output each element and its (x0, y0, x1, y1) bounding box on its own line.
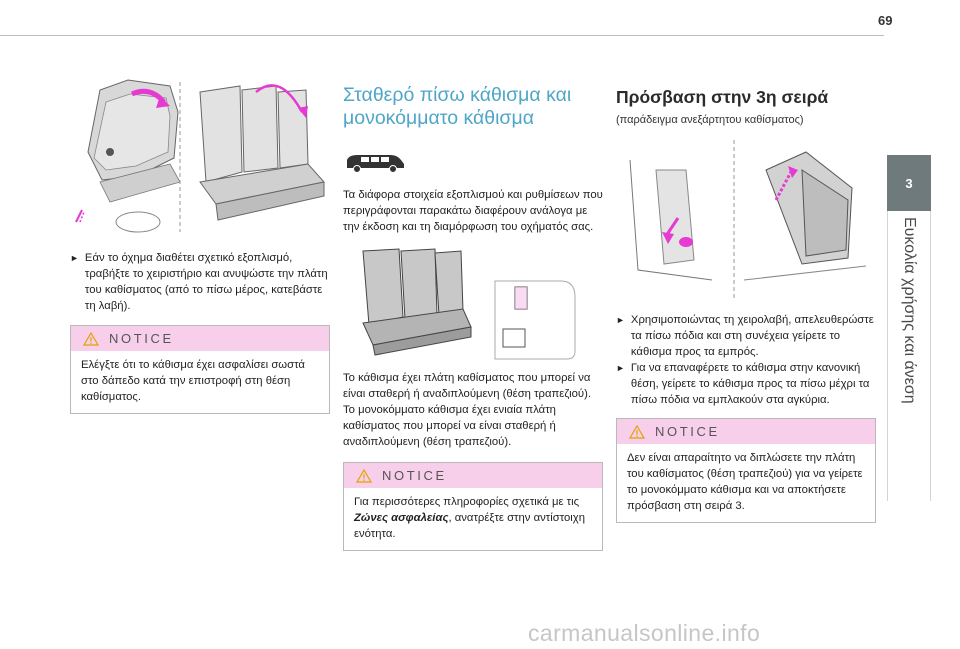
column-seat-lift: ► Εάν το όχημα διαθέτει σχετικό εξοπλισμ… (70, 72, 330, 414)
chapter-label-strip: Ευκολία χρήσης και άνεση (887, 211, 931, 501)
notice-text: Ελέγξτε ότι το κάθισμα έχει ασφαλίσει σω… (81, 359, 305, 403)
bullet-arrow-icon: ► (70, 253, 79, 263)
warning-triangle-icon (629, 424, 645, 439)
notice-title: NOTICE (382, 468, 447, 483)
bullet-release-text: Χρησιμοποιώντας τη χειρολαβή, απελευθερώ… (630, 314, 874, 358)
seat-lift-text: Εάν το όχημα διαθέτει σχετικό εξοπλισμό,… (84, 252, 328, 312)
column-fixed-seat: Σταθερό πίσω κάθισμα και μονοκόμματο κάθ… (343, 72, 603, 551)
notice-box-col2: NOTICE Για περισσότερες πληροφορίες σχετ… (343, 462, 603, 551)
notice-text: Δεν είναι απαραίτητο να διπλώσετε την πλ… (627, 452, 863, 512)
notice-text-pre: Για περισσότερες πληροφορίες σχετικά με … (354, 496, 580, 508)
seat-lift-illustration (70, 72, 328, 237)
notice-box-col3: NOTICE Δεν είναι απαραίτητο να διπλώσετε… (616, 418, 876, 523)
section-heading: Πρόσβαση στην 3η σειρά (616, 87, 829, 107)
bullet-release: ► Χρησιμοποιώντας τη χειρολαβή, απελευθε… (616, 312, 876, 360)
notice-header: NOTICE (71, 326, 329, 351)
notice-text-post: , ανατρέξτε στην αντίστοιχη ενότητα. (354, 512, 586, 540)
notice-text: Για περισσότερες πληροφορίες σχετικά με … (344, 488, 602, 550)
section-heading: Σταθερό πίσω κάθισμα και μονοκόμματο κάθ… (343, 84, 572, 129)
warning-triangle-icon (356, 468, 372, 483)
top-rule (0, 35, 884, 36)
section-subtitle: (παράδειγμα ανεξάρτητου καθίσματος) (616, 114, 804, 126)
bullet-arrow-icon: ► (616, 363, 625, 373)
bench-seat-illustration (343, 247, 603, 362)
notice-header: NOTICE (617, 419, 875, 444)
seat-belts-link[interactable]: Ζώνες ασφαλείας (354, 512, 449, 524)
watermark: carmanualsonline.info (528, 620, 761, 646)
page-number: 69 (878, 13, 893, 28)
van-icon (343, 152, 603, 179)
chapter-label: Ευκολία χρήσης και άνεση (901, 217, 918, 404)
chapter-tab[interactable]: 3 (887, 155, 931, 211)
seat-description: Το κάθισμα έχει πλάτη καθίσματος που μπο… (343, 372, 591, 400)
bullet-arrow-icon: ► (616, 315, 625, 325)
bullet-return-text: Για να επαναφέρετε το κάθισμα στην κανον… (630, 362, 870, 406)
column-third-row-access: Πρόσβαση στην 3η σειρά (παράδειγμα ανεξά… (616, 72, 876, 523)
bench-description: Το μονοκόμματο κάθισμα έχει ενιαία πλάτη… (343, 404, 556, 448)
third-row-illustration (616, 140, 874, 298)
notice-box-col1: NOTICE Ελέγξτε ότι το κάθισμα έχει ασφαλ… (70, 325, 330, 414)
notice-title: NOTICE (655, 424, 720, 439)
notice-title: NOTICE (109, 331, 174, 346)
bullet-return: ► Για να επαναφέρετε το κάθισμα στην καν… (616, 360, 876, 408)
notice-header: NOTICE (344, 463, 602, 488)
warning-triangle-icon (83, 331, 99, 346)
section-intro: Τα διάφορα στοιχεία εξοπλισμού και ρυθμί… (343, 189, 603, 233)
chapter-number: 3 (905, 175, 913, 191)
seat-lift-instruction: ► Εάν το όχημα διαθέτει σχετικό εξοπλισμ… (70, 250, 330, 314)
